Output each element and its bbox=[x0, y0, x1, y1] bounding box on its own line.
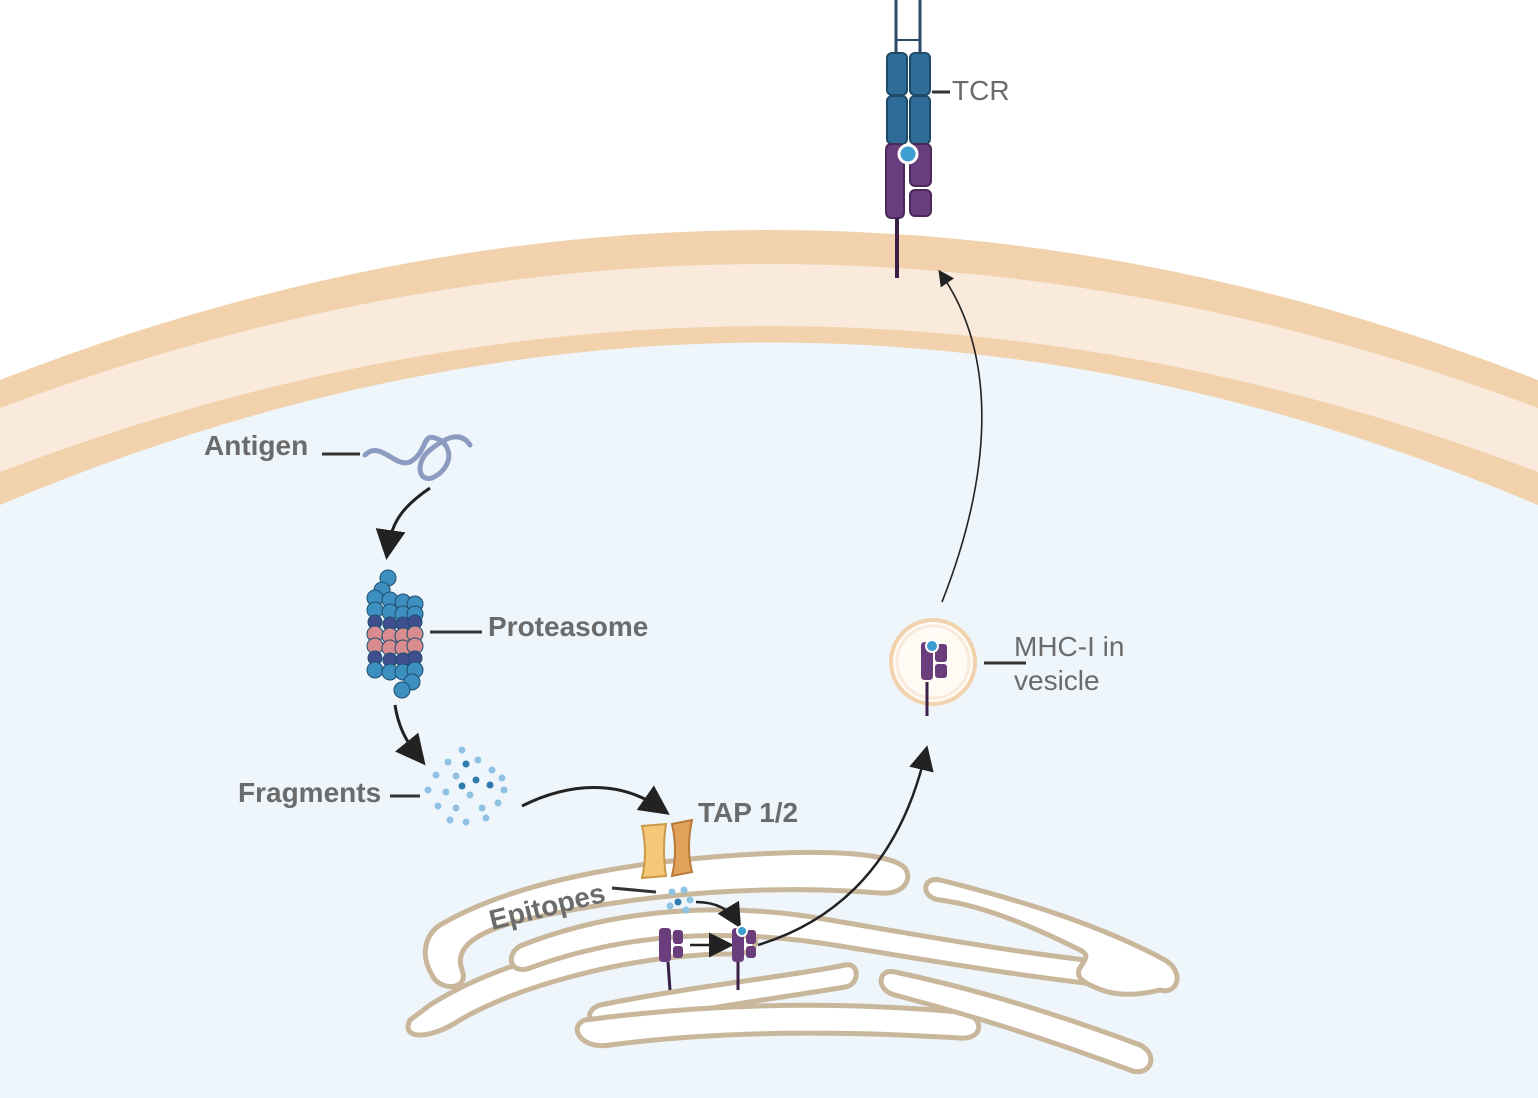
arrow-vesicle-to-membrane bbox=[938, 269, 983, 603]
tcr-alpha-upper bbox=[886, 52, 908, 96]
antigen: Antigen bbox=[204, 430, 473, 481]
surface-mhc-i bbox=[885, 143, 932, 278]
mhc-vesicle-label-line2: vesicle bbox=[1014, 665, 1100, 696]
er-cisterna-5 bbox=[574, 1002, 982, 1049]
er-cisterna-7 bbox=[878, 969, 1154, 1075]
presented-epitope bbox=[897, 143, 919, 165]
er-cisterna-6 bbox=[923, 877, 1180, 997]
antigen-label: Antigen bbox=[204, 430, 308, 461]
fragments bbox=[424, 746, 508, 826]
cytoplasm bbox=[0, 317, 1538, 1098]
tcr-label: TCR bbox=[952, 75, 1010, 106]
arrow-proteasome-to-fragments bbox=[393, 704, 426, 766]
cell-membrane-outer bbox=[0, 230, 1538, 505]
cell-membrane-inner-layer bbox=[0, 264, 1538, 472]
tap-transporter bbox=[640, 818, 694, 880]
empty-mhc-i bbox=[659, 928, 683, 991]
tcr-alpha-lower bbox=[886, 95, 908, 145]
tap-2 bbox=[670, 818, 694, 878]
tcr-complex: TCR bbox=[886, 0, 1010, 145]
tcr-beta-upper bbox=[909, 52, 931, 96]
mhc-vesicle bbox=[889, 618, 977, 716]
tap-label: TAP 1/2 bbox=[698, 797, 798, 828]
loaded-mhc-i bbox=[732, 925, 756, 990]
mhc-vesicle-label-line1: MHC-I in bbox=[1014, 631, 1124, 662]
arrow-er-to-vesicle bbox=[757, 745, 934, 947]
fragments-label: Fragments bbox=[238, 777, 381, 808]
proteasome-label: Proteasome bbox=[488, 611, 648, 642]
tcr-beta-lower bbox=[909, 95, 931, 145]
er-cisterna-1 bbox=[422, 849, 911, 989]
cell bbox=[0, 230, 1538, 1098]
arrow-antigen-to-proteasome bbox=[375, 486, 431, 560]
tap-1 bbox=[640, 822, 668, 880]
arrow-fragments-to-tap bbox=[521, 785, 670, 815]
epitopes bbox=[666, 886, 694, 914]
antigen-strand bbox=[362, 434, 473, 481]
arrow-epitopes-to-mhc bbox=[695, 900, 742, 929]
proteasome bbox=[366, 569, 424, 699]
